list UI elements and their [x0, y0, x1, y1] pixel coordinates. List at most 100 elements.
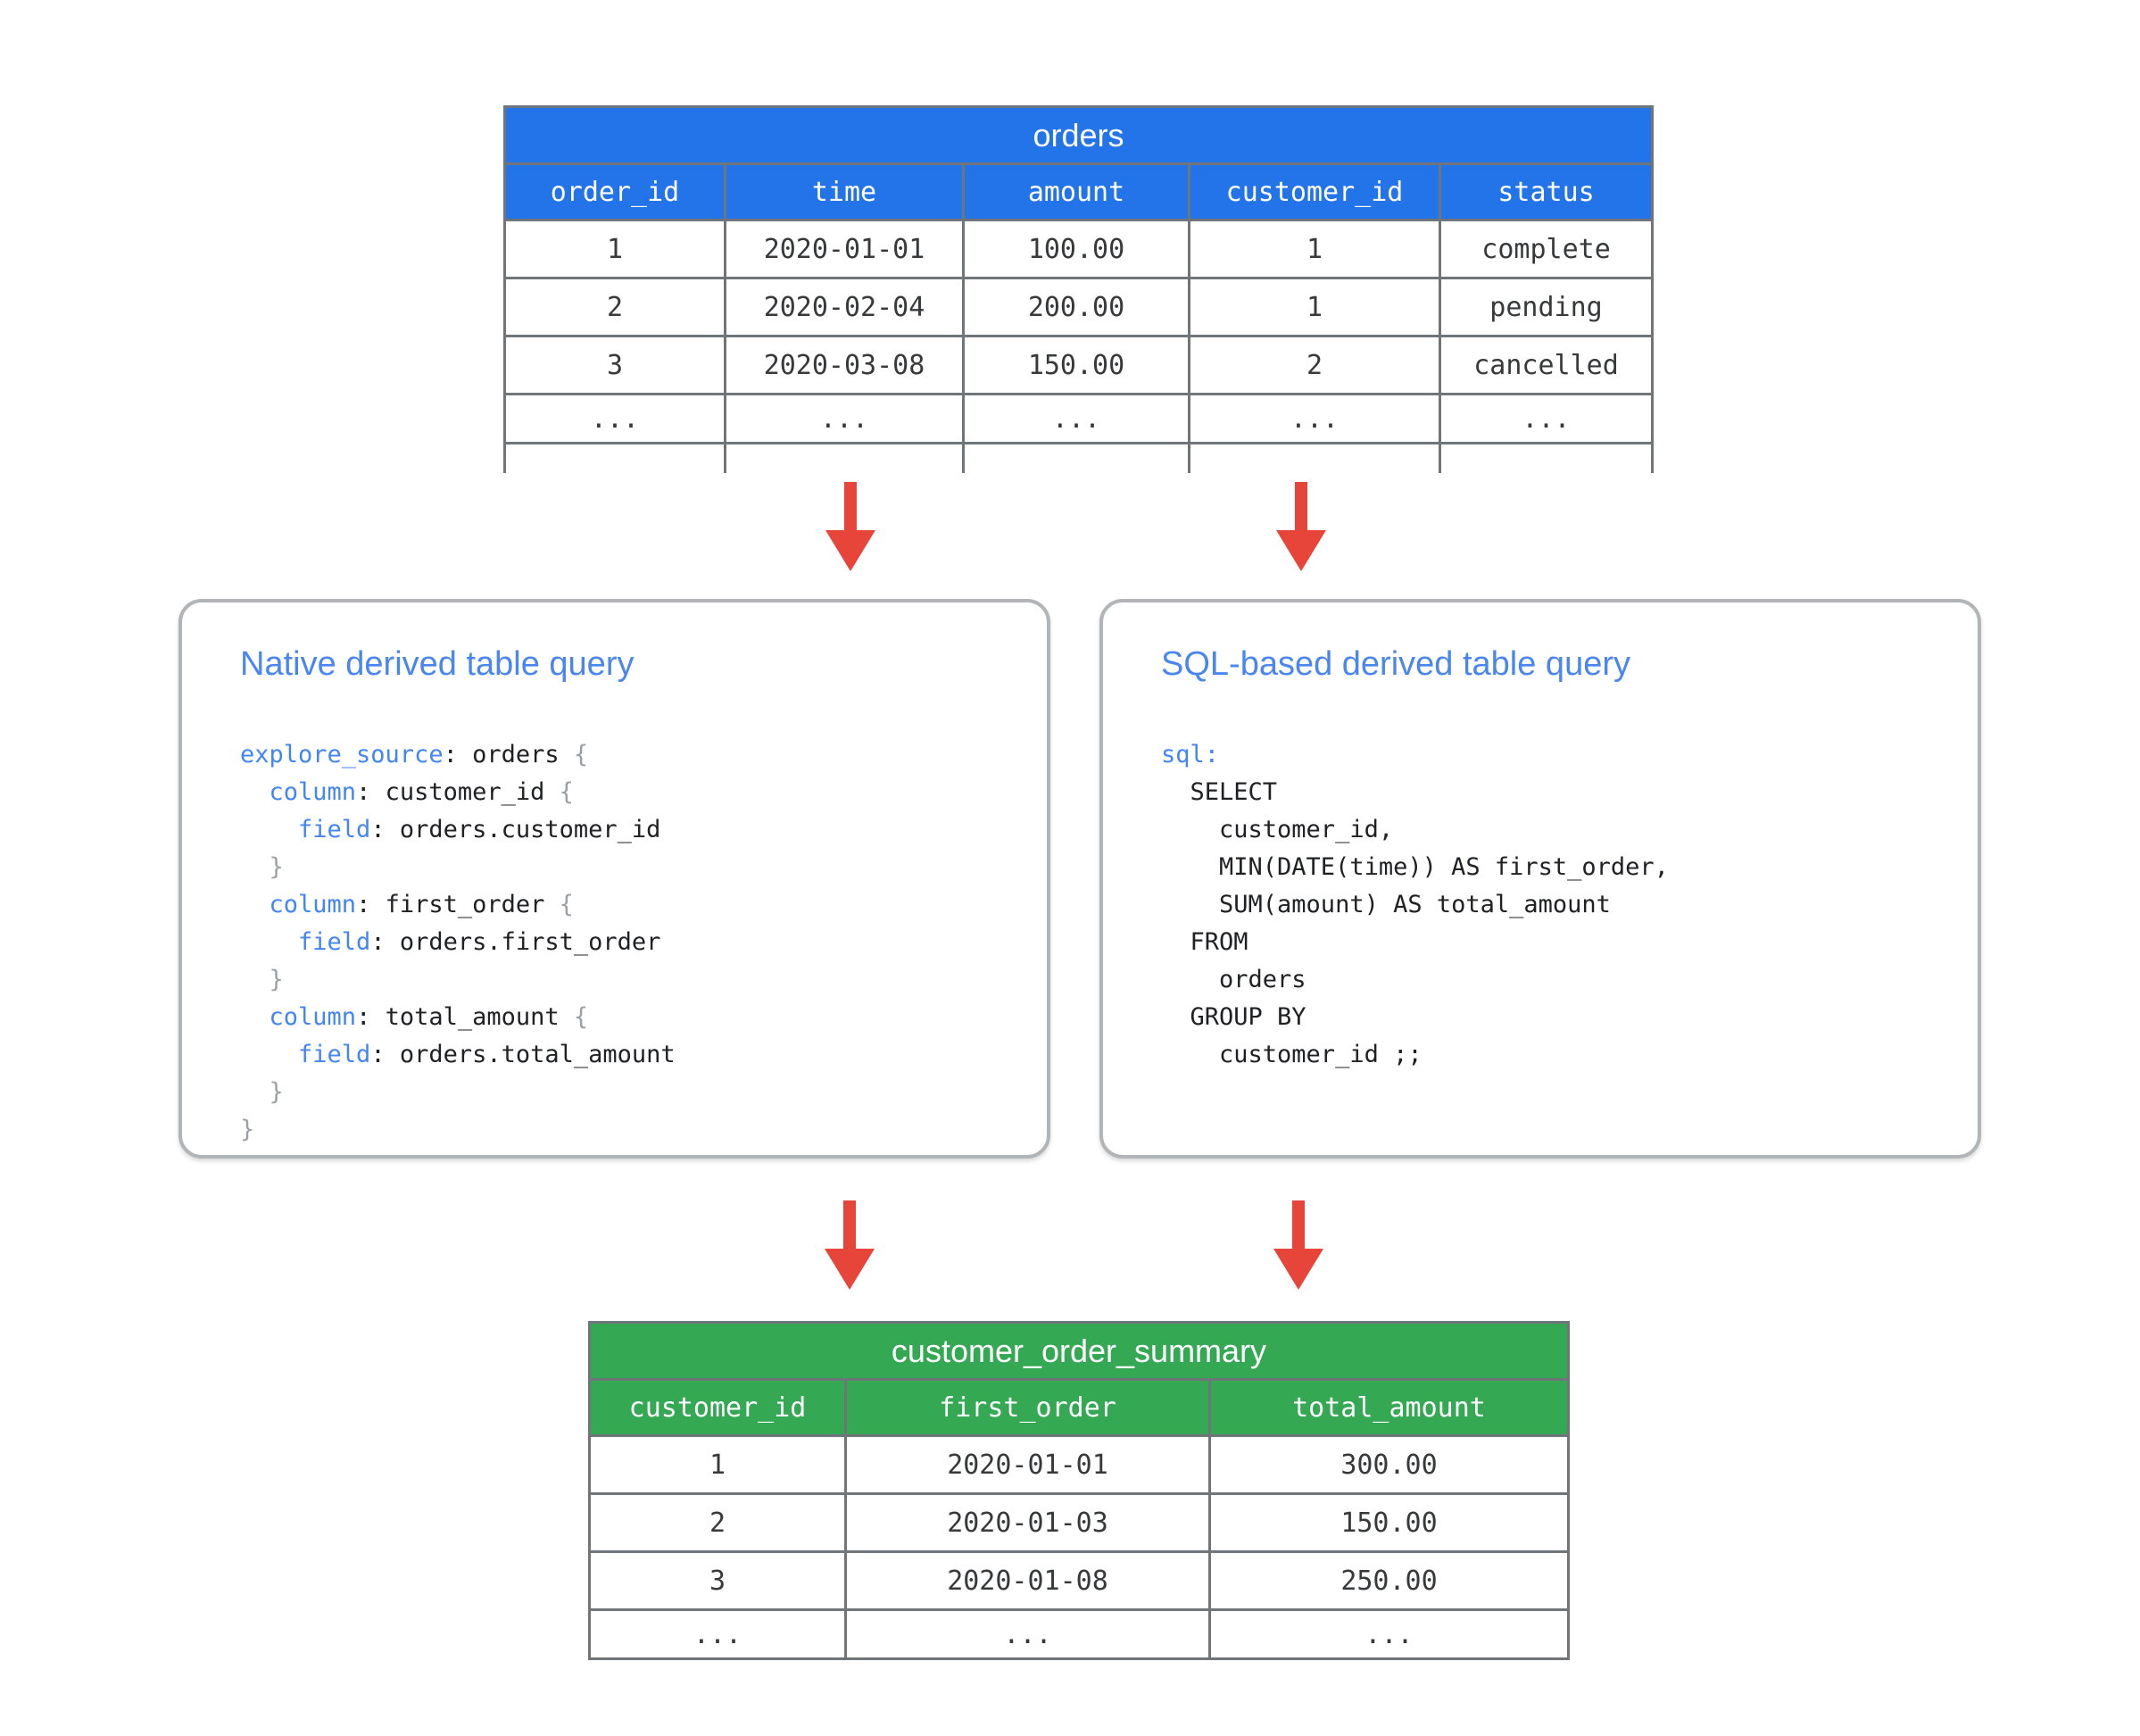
table-cell: 2: [1188, 335, 1441, 395]
code-text: {: [559, 891, 574, 918]
table-cell: 2: [588, 1492, 847, 1553]
code-keyword: field: [298, 816, 371, 843]
table-row: .........: [588, 1608, 1570, 1660]
table-cell: 100.00: [962, 219, 1190, 279]
code-text: [240, 891, 270, 918]
table-cell: 3: [588, 1550, 847, 1611]
arrow-shaft: [1292, 1200, 1305, 1250]
sql-box-title: SQL-based derived table query: [1161, 645, 1630, 683]
column-header: status: [1438, 162, 1655, 221]
table-cell: ...: [588, 1608, 847, 1660]
code-line: field: orders.customer_id: [240, 811, 676, 849]
column-header: time: [724, 162, 965, 221]
column-header: total_amount: [1208, 1378, 1570, 1437]
down-arrow-icon: [825, 1200, 875, 1290]
code-text: }: [240, 853, 284, 881]
table-title: orders: [503, 105, 1655, 165]
table-cell: 2020-01-08: [844, 1550, 1211, 1611]
arrow-shaft: [844, 482, 857, 532]
code-text: [240, 1041, 298, 1068]
code-keyword: column: [269, 1003, 357, 1031]
table-cell: 2020-01-01: [844, 1434, 1211, 1495]
arrow-head: [825, 1249, 875, 1290]
table-cell: cancelled: [1438, 335, 1655, 395]
code-line: field: orders.first_order: [240, 924, 676, 961]
native-lookml-code: explore_source: orders { column : custome…: [240, 736, 676, 1149]
clipped-partial-row: [503, 442, 1655, 473]
table-cell: 150.00: [962, 335, 1190, 395]
arrow-head: [1273, 1249, 1323, 1290]
code-text: {: [573, 1003, 589, 1031]
code-line: column: first_order {: [240, 886, 676, 924]
code-keyword: explore_source: [240, 741, 444, 768]
table-cell: [1438, 442, 1655, 473]
code-line: SELECT: [1161, 774, 1669, 811]
sql-lookml-code: sql: SELECT customer_id, MIN(DATE(time))…: [1161, 736, 1669, 1074]
code-text: [240, 1003, 270, 1031]
code-line: MIN(DATE(time)) AS first_order,: [1161, 849, 1669, 886]
code-text: : orders: [443, 741, 574, 768]
code-keyword: sql:: [1161, 741, 1220, 768]
code-text: : orders.total_amount: [370, 1041, 676, 1068]
code-line: sql:: [1161, 736, 1669, 774]
down-arrow-icon: [1273, 1200, 1323, 1290]
column-header: customer_id: [1188, 162, 1441, 221]
column-header: first_order: [844, 1378, 1211, 1437]
table-cell: 3: [503, 335, 726, 395]
code-text: orders: [1161, 966, 1306, 993]
code-line: customer_id,: [1161, 811, 1669, 849]
table-cell: ...: [724, 393, 965, 444]
code-line: GROUP BY: [1161, 999, 1669, 1036]
code-text: [240, 928, 298, 956]
code-text: [240, 778, 270, 806]
down-arrow-icon: [1276, 482, 1326, 571]
arrow-head: [825, 530, 875, 571]
code-line: customer_id ;;: [1161, 1036, 1669, 1074]
table-row: ...............: [503, 393, 1655, 444]
table-cell: 1: [1188, 219, 1441, 279]
table-title: customer_order_summary: [588, 1321, 1570, 1381]
code-keyword: field: [298, 928, 371, 956]
table-cell: pending: [1438, 277, 1655, 337]
column-header: order_id: [503, 162, 726, 221]
table-cell: 2: [503, 277, 726, 337]
native-box-title: Native derived table query: [240, 645, 635, 683]
table-cell: [503, 442, 726, 473]
code-text: : total_amount: [356, 1003, 574, 1031]
table-cell: 300.00: [1208, 1434, 1570, 1495]
code-text: MIN(DATE(time)) AS first_order,: [1161, 853, 1669, 881]
table-cell: 2020-03-08: [724, 335, 965, 395]
code-line: }: [240, 1111, 676, 1149]
code-text: }: [240, 1078, 284, 1106]
table-cell: ...: [503, 393, 726, 444]
table-cell: ...: [962, 393, 1190, 444]
column-header: customer_id: [588, 1378, 847, 1437]
code-text: SELECT: [1161, 778, 1278, 806]
code-line: }: [240, 849, 676, 886]
table-cell: 1: [1188, 277, 1441, 337]
table-cell: [1188, 442, 1441, 473]
code-text: {: [573, 741, 589, 768]
arrow-head: [1276, 530, 1326, 571]
code-line: orders: [1161, 961, 1669, 999]
table-cell: 150.00: [1208, 1492, 1570, 1553]
code-text: {: [559, 778, 574, 806]
table-cell: ...: [1438, 393, 1655, 444]
code-text: customer_id,: [1161, 816, 1394, 843]
native-derived-table-box: Native derived table query explore_sourc…: [178, 599, 1050, 1159]
code-text: }: [240, 1116, 255, 1143]
table-cell: 2020-01-01: [724, 219, 965, 279]
code-text: [240, 816, 298, 843]
table-cell: 1: [503, 219, 726, 279]
code-text: : customer_id: [356, 778, 560, 806]
down-arrow-icon: [825, 482, 875, 571]
